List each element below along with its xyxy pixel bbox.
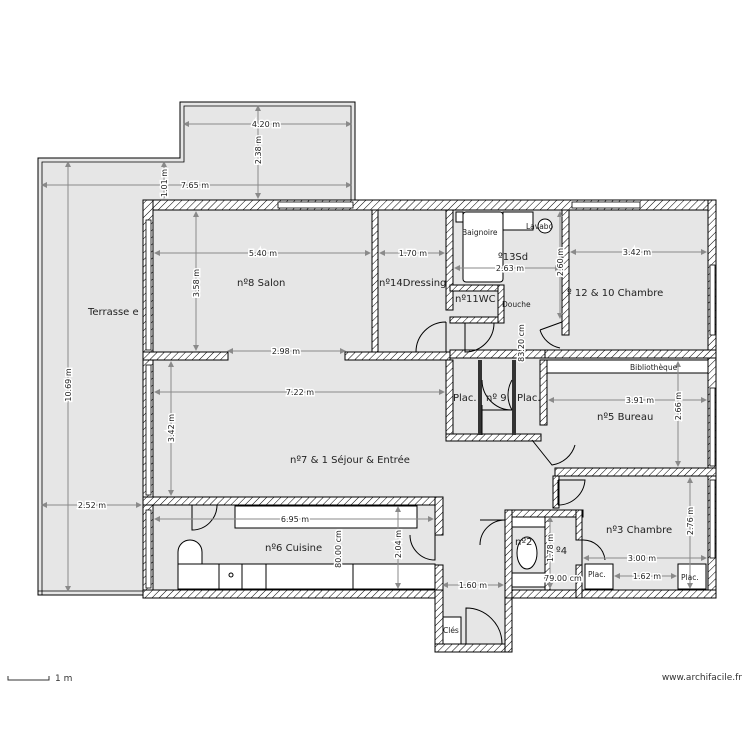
- kitchen-counter: [177, 563, 436, 590]
- dim-n4-width: 79.00 cm: [544, 574, 582, 583]
- dim-sd-width: 2.63 m: [496, 264, 524, 273]
- dim-terrace-depth: 2.52 m: [78, 501, 106, 510]
- toilet: [516, 536, 538, 570]
- room-n2: nº2: [515, 537, 532, 548]
- dim-bureau-depth: 2.66 m: [674, 392, 683, 420]
- dim-terrace-step: 1.01 m: [160, 169, 169, 197]
- fixture-labels: Baignoire Lavabo Douche Bibliothèque Pla…: [443, 222, 699, 635]
- bookshelf: [544, 359, 709, 374]
- dim-dressing-width: 1.70 m: [399, 249, 427, 258]
- dim-sejour-width: 7.22 m: [286, 388, 314, 397]
- wc-sink: [511, 572, 546, 588]
- room-n4: º4: [556, 546, 567, 557]
- dim-chambre3-plac-gap: 1.62 m: [633, 572, 661, 581]
- label-placard-chambre3-left: Plac.: [588, 570, 606, 579]
- room-bureau: nº5 Bureau: [597, 412, 653, 423]
- dim-cuisine-depth: 2.04 m: [394, 530, 403, 558]
- label-placard-right: Plac.: [517, 393, 541, 404]
- room-salon: nº8 Salon: [237, 278, 285, 289]
- room-cuisine: nº6 Cuisine: [265, 543, 322, 554]
- dim-salon-depth: 3.58 m: [192, 269, 201, 297]
- closet-left: [584, 563, 614, 590]
- dim-passage: 83.20 cm: [517, 324, 526, 362]
- dim-salon-width: 5.40 m: [249, 249, 277, 258]
- dim-chambre3-width: 3.00 m: [628, 554, 656, 563]
- dim-sd-depth: 2.60 m: [556, 248, 565, 276]
- doors: [191, 321, 606, 645]
- dimension-labels: 4.20 m 2.38 m 1.01 m 7.65 m 10.69 m 2.52…: [63, 119, 697, 592]
- wc-tank: [511, 516, 546, 528]
- room-dressing: nº14Dressing: [379, 278, 446, 289]
- watermark: www.archifacile.fr: [662, 673, 742, 683]
- label-baignoire: Baignoire: [462, 228, 498, 237]
- dim-salon-opening: 2.98 m: [272, 347, 300, 356]
- room-chambre-3: nº3 Chambre: [606, 525, 672, 536]
- room-sd: º13Sd: [498, 252, 528, 263]
- scale-label: 1 m: [55, 674, 72, 684]
- dim-chambre12-width: 3.42 m: [623, 248, 651, 257]
- kitchen-upper-counter: [234, 505, 418, 529]
- room-chambre-12-10: º 12 & 10 Chambre: [567, 288, 663, 299]
- dim-bureau-width: 3.91 m: [626, 396, 654, 405]
- dim-terrace-top-depth: 2.38 m: [254, 136, 263, 164]
- room-placard-9: nº 9: [486, 393, 507, 404]
- dim-cuisine-counter: 80.00 cm: [334, 530, 343, 568]
- label-cles: Clés: [443, 626, 459, 635]
- label-lavabo: Lavabo: [526, 222, 554, 231]
- room-labels: Terrasse e nº8 Salon nº14Dressing º13Sd …: [87, 252, 672, 557]
- bath-cabinet: [455, 211, 464, 223]
- room-wc: nº11WC: [455, 294, 496, 305]
- dim-cuisine-width: 6.95 m: [281, 515, 309, 524]
- room-sejour-entree: nº7 & 1 Séjour & Entrée: [290, 454, 410, 466]
- dim-terrace-length: 10.69 m: [64, 368, 73, 401]
- sink: [537, 218, 553, 234]
- dim-sejour-depth: 3.42 m: [167, 414, 176, 442]
- dim-terrace-top-width: 4.20 m: [252, 120, 280, 129]
- label-bibliotheque: Bibliothèque: [630, 363, 678, 372]
- bath-counter: [502, 211, 534, 231]
- room-terrasse: Terrasse e: [87, 307, 139, 318]
- bathtub: [462, 211, 504, 283]
- dimension-lines: [41, 105, 707, 592]
- dim-chambre3-depth: 2.76 m: [686, 507, 695, 535]
- scale-bar: 1 m: [7, 674, 72, 684]
- label-placard-left: Plac.: [453, 393, 477, 404]
- label-placard-chambre3-right: Plac.: [681, 573, 699, 582]
- label-douche: Douche: [502, 300, 531, 309]
- kitchen-fridge: [177, 539, 203, 565]
- windows: [145, 201, 716, 589]
- dim-entree-width: 1.60 m: [459, 581, 487, 590]
- dim-n4-depth: 1.78 m: [546, 534, 555, 562]
- dim-terrace-width: 7.65 m: [181, 181, 209, 190]
- fixtures: [177, 211, 709, 645]
